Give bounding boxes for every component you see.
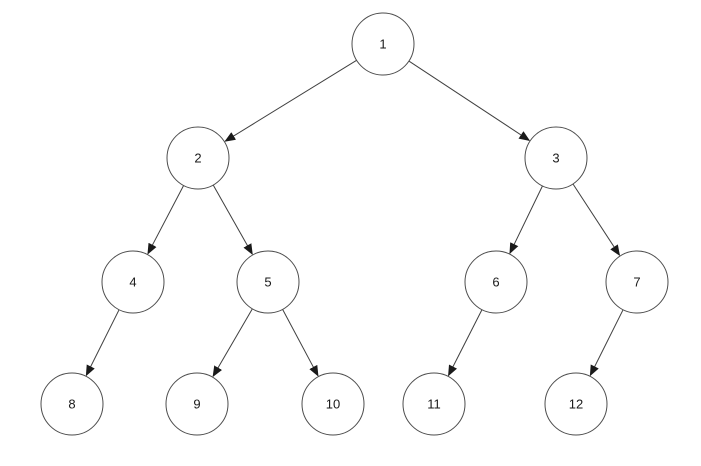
tree-node-8: 8 [40, 372, 104, 436]
node-label: 10 [326, 397, 340, 412]
tree-node-5: 5 [236, 250, 300, 314]
node-label: 1 [379, 37, 386, 52]
tree-node-9: 9 [165, 372, 229, 436]
node-circle [351, 12, 415, 76]
tree-node-7: 7 [605, 250, 669, 314]
tree-node-2: 2 [166, 126, 230, 190]
tree-edge-1-3 [408, 60, 531, 141]
tree-edge-2-5 [212, 184, 253, 255]
node-circle [464, 250, 528, 314]
tree-edge-3-6 [509, 185, 543, 255]
node-label: 4 [129, 275, 136, 290]
tree-node-12: 12 [544, 372, 608, 436]
node-circle [236, 250, 300, 314]
node-circle [524, 126, 588, 190]
tree-edge-4-8 [85, 309, 120, 377]
tree-node-6: 6 [464, 250, 528, 314]
tree-edge-7-12 [589, 309, 624, 377]
node-circle [166, 126, 230, 190]
tree-edge-5-10 [282, 309, 319, 377]
tree-node-3: 3 [524, 126, 588, 190]
node-label: 8 [68, 397, 75, 412]
tree-node-11: 11 [402, 372, 466, 436]
node-label: 2 [194, 151, 201, 166]
tree-edge-2-4 [147, 185, 185, 255]
node-label: 5 [264, 275, 271, 290]
node-label: 6 [492, 275, 499, 290]
tree-edge-6-11 [448, 309, 483, 377]
node-circle [301, 372, 365, 436]
node-circle [544, 372, 608, 436]
node-label: 9 [193, 397, 200, 412]
node-circle [402, 372, 466, 436]
node-label: 11 [427, 397, 441, 412]
node-circle [165, 372, 229, 436]
node-circle [40, 372, 104, 436]
tree-node-4: 4 [101, 250, 165, 314]
node-label: 7 [633, 275, 640, 290]
tree-node-10: 10 [301, 372, 365, 436]
node-circle [605, 250, 669, 314]
tree-edge-3-7 [572, 183, 621, 257]
tree-node-1: 1 [351, 12, 415, 76]
node-label: 12 [569, 397, 583, 412]
tree-edge-5-9 [212, 308, 253, 378]
node-circle [101, 250, 165, 314]
tree-edge-1-2 [224, 59, 357, 142]
node-label: 3 [552, 151, 559, 166]
